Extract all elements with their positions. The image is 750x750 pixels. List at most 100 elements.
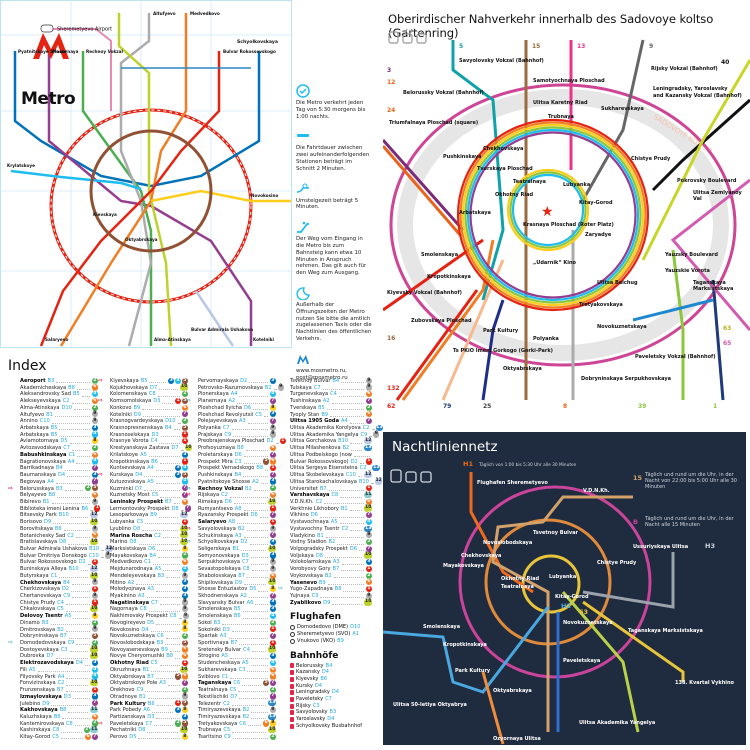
airport-entry[interactable]: Domodedovo (DME)D10 [290,624,372,631]
metro-map[interactable]: Sheremetyevo Airport Pyatnitskoye Shosse… [0,0,293,349]
contact-link[interactable]: www.mosmetro.ru, post@mosmetro.ru [296,367,348,381]
station-entry[interactable]: Schyolkovsky Busbahnhof [290,723,372,730]
night-network-map[interactable]: Flughafen Sheremetyevo V.D.N.Kh. Ussuriy… [382,432,746,745]
